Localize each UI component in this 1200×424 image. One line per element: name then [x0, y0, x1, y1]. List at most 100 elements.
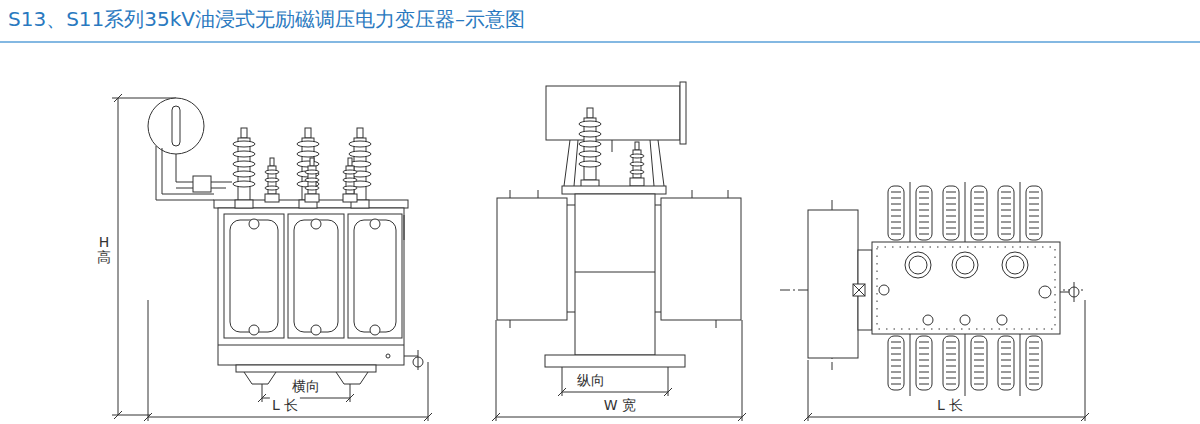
side-view-part — [716, 320, 717, 328]
front-view-part — [258, 394, 266, 402]
side-view-part — [497, 198, 567, 320]
front-view-part — [265, 158, 279, 202]
front-view-part — [348, 214, 402, 338]
top-view-part — [1006, 256, 1024, 274]
top-view-part — [1039, 286, 1051, 298]
side-view-part — [738, 413, 746, 421]
side-view-part — [655, 312, 661, 313]
side-view-part — [510, 190, 511, 198]
front-view-part — [244, 372, 276, 384]
top-view-part — [808, 360, 809, 421]
side-view-part — [579, 108, 601, 188]
front-view-part — [343, 158, 357, 202]
front-view-part — [311, 325, 321, 335]
front-view-part — [148, 300, 149, 421]
front-view-part — [428, 362, 429, 421]
front-view-part — [346, 394, 354, 402]
side-view — [492, 82, 746, 421]
front-view-part — [305, 158, 319, 202]
front-view-part — [424, 413, 432, 421]
top-view-part — [905, 252, 931, 278]
side-view-part — [680, 82, 686, 144]
front-view-part — [118, 98, 119, 415]
side-view-part — [546, 86, 680, 140]
top-view-part — [879, 285, 889, 295]
side-view-part — [742, 320, 743, 421]
front-view-part — [350, 384, 351, 402]
front-view-part — [370, 325, 380, 335]
side-view-part — [496, 417, 742, 418]
side-view-part — [538, 190, 539, 198]
side-view-part — [545, 355, 685, 367]
front-view-part — [156, 146, 214, 200]
top-view-part — [971, 336, 987, 390]
top-view-part — [1081, 413, 1089, 421]
dimension-label: W 宽 — [602, 397, 638, 413]
front-view-part — [233, 128, 255, 208]
side-view-part — [567, 312, 575, 313]
front-view-part — [386, 354, 390, 358]
top-view-part — [808, 417, 1085, 418]
front-view-part — [370, 219, 380, 229]
side-view-part — [630, 142, 644, 186]
side-view-part — [558, 388, 566, 396]
front-view-part — [148, 98, 204, 154]
top-view-part — [804, 413, 812, 421]
top-view-part — [1026, 186, 1042, 240]
front-view-part — [172, 106, 180, 146]
top-view-part — [1026, 336, 1042, 390]
side-view-part — [492, 413, 500, 421]
title-rule — [0, 41, 1200, 43]
side-view-part — [574, 140, 578, 186]
side-view-part — [575, 272, 655, 273]
front-view-part — [336, 372, 368, 384]
top-view-part — [956, 256, 974, 274]
dimension-label: L 长 — [270, 397, 300, 413]
front-view-part — [404, 215, 405, 240]
front-view-part — [262, 384, 263, 402]
top-view-part — [916, 186, 932, 240]
side-view-part — [655, 205, 661, 206]
front-view-part — [162, 148, 214, 194]
top-view-part — [1020, 182, 1021, 244]
side-view-part — [567, 205, 575, 206]
top-view-part — [1002, 252, 1028, 278]
front-view-part — [404, 356, 418, 357]
top-view-part — [888, 186, 904, 240]
top-view-part — [923, 315, 933, 325]
side-view-part — [564, 140, 570, 186]
side-view-part — [661, 198, 741, 320]
dimension-label: 纵向 — [575, 372, 607, 388]
top-view-part — [971, 186, 987, 240]
top-view-part — [952, 252, 978, 278]
top-view-part — [853, 284, 865, 296]
top-view-part — [888, 336, 904, 390]
side-view-part — [496, 320, 497, 421]
front-view-part — [294, 220, 338, 332]
top-view-part — [853, 284, 865, 296]
side-view-part — [612, 140, 613, 152]
top-view-part — [943, 186, 959, 240]
front-view-part — [148, 417, 428, 418]
front-view-part — [288, 214, 344, 338]
front-view-part — [297, 128, 319, 208]
top-view-part — [853, 284, 865, 296]
side-view-part — [692, 190, 693, 198]
side-view-part — [562, 186, 666, 194]
top-view-part — [808, 210, 858, 358]
front-view-part — [249, 219, 259, 229]
top-view-part — [960, 315, 970, 325]
dimension-label: H 高 — [95, 235, 113, 266]
front-view-part — [311, 219, 321, 229]
front-view-part — [176, 154, 177, 182]
top-view-part — [998, 186, 1014, 240]
side-view-part — [650, 140, 654, 186]
top-view-part — [916, 336, 932, 390]
side-view-part — [562, 392, 668, 393]
top-view-part — [1074, 282, 1075, 302]
top-view-part — [909, 256, 927, 274]
front-view-part — [112, 98, 176, 99]
front-view-part — [230, 220, 278, 332]
front-view-part — [144, 413, 152, 421]
